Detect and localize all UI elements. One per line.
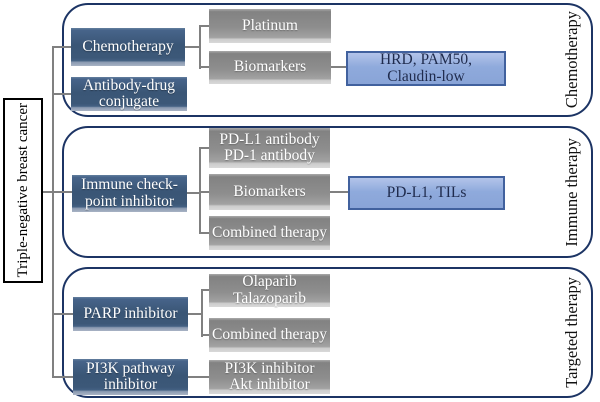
connector-to-parp: [53, 313, 73, 315]
group-label-targeted-therapy: Targeted therapy: [552, 267, 592, 398]
connector-bracket-immune: [199, 147, 201, 234]
group-label-chemotherapy: Chemotherapy: [552, 3, 592, 117]
connector-bracket-chemo: [199, 25, 201, 69]
node-immune-checkpoint-inhibitor: Immune check-point inhibitor: [72, 175, 187, 212]
node-pi3k-akt-inhibitor: PI3K inhibitor Akt inhibitor: [209, 360, 330, 394]
node-pi3k-pathway-inhibitor: PI3K pathway inhibitor: [73, 359, 188, 395]
connector-parp-to-bracket: [188, 313, 202, 315]
node-combined-therapy-targeted: Combined therapy: [209, 318, 330, 352]
connector-to-pi3k-pathway: [53, 376, 73, 378]
group-chemotherapy: [62, 3, 593, 117]
group-label-immune-therapy: Immune therapy: [552, 126, 592, 258]
node-platinum: Platinum: [209, 9, 331, 43]
connector-biomarkers-to-hrd: [331, 66, 346, 68]
connector-root-to-immune: [43, 191, 73, 193]
connector-pi3k-to-drugs: [188, 376, 209, 378]
node-pdl1-tils: PD-L1, TILs: [348, 176, 505, 210]
connector-bracket-targeted: [201, 289, 203, 337]
group-label-targeted-therapy-text: Targeted therapy: [562, 277, 581, 388]
connector-biomarkers-to-tils: [330, 191, 348, 193]
connector-to-combined-2: [199, 232, 209, 234]
root-node-tnbc: Triple-negative breast cancer: [3, 98, 43, 283]
connector-to-adc: [53, 93, 71, 95]
node-biomarkers-chemo: Biomarkers: [209, 51, 331, 84]
group-label-immune-therapy-text: Immune therapy: [562, 137, 581, 247]
connector-to-platinum: [199, 25, 209, 27]
node-pd-antibodies: PD-L1 antibody PD-1 antibody: [209, 128, 330, 168]
connector-to-biomarkers-1: [199, 66, 209, 68]
connector-to-biomarkers-2: [199, 191, 209, 193]
node-biomarkers-immune: Biomarkers: [209, 174, 330, 210]
node-combined-therapy-immune: Combined therapy: [209, 216, 330, 250]
connector-to-pd-antibodies: [199, 147, 209, 149]
node-parp-inhibitor: PARP inhibitor: [73, 297, 188, 331]
node-antibody-drug-conjugate: Antibody-drug conjugate: [71, 77, 187, 111]
connector-to-olaparib: [201, 289, 209, 291]
connector-trunk-vertical: [52, 46, 54, 378]
connector-icp-to-bracket: [187, 192, 200, 194]
node-chemotherapy: Chemotherapy: [71, 28, 185, 66]
node-olaparib-talazoparib: Olaparib Talazoparib: [209, 273, 330, 307]
connector-chemo-to-bracket: [185, 46, 200, 48]
node-hrd-pam50-claudin-low: HRD, PAM50, Claudin-low: [346, 51, 506, 86]
connector-to-combined-3: [201, 334, 209, 336]
group-targeted-therapy: [62, 267, 593, 398]
group-label-chemotherapy-text: Chemotherapy: [562, 11, 581, 109]
root-node-tnbc-text: Triple-negative breast cancer: [14, 103, 31, 278]
connector-to-chemotherapy: [53, 46, 71, 48]
